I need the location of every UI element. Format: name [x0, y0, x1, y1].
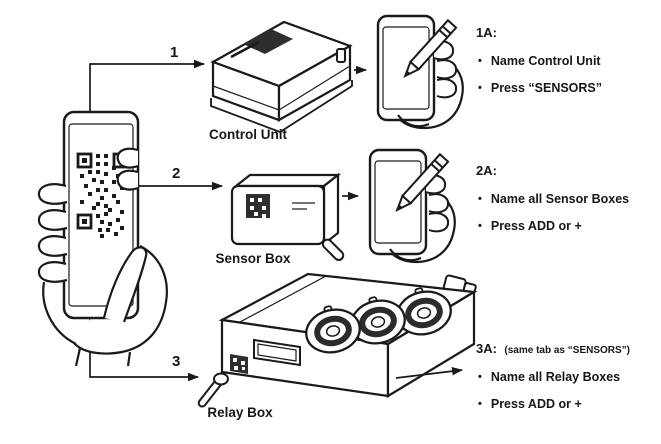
result-heading: 2A:	[476, 162, 661, 180]
result-heading: 1A:	[476, 24, 661, 42]
bullet-dot: •	[478, 219, 482, 232]
antenna-mount	[213, 372, 229, 386]
wrist-line	[74, 347, 132, 367]
bullet-text: Name all Relay Boxes	[490, 370, 621, 384]
phone-with-pencil-illustration-2	[368, 148, 456, 264]
step-result-1a: 1A: • Name Control Unit • Press “SENSORS…	[476, 24, 661, 96]
bullet-text: Press ADD or +	[490, 396, 582, 411]
bullet-dot: •	[478, 81, 482, 94]
vent-slot	[230, 40, 260, 59]
bullet-dot: •	[478, 55, 482, 67]
device-label-relay-box: Relay Box	[207, 405, 273, 420]
bullet-text: Press ADD or +	[490, 218, 582, 233]
finger	[37, 235, 68, 257]
display-panel	[253, 338, 301, 367]
result-label-2a: 2A:	[476, 163, 497, 178]
bullet-text: Name all Sensor Boxes	[490, 192, 630, 206]
socket-cover-2	[350, 296, 406, 345]
fingertip	[116, 169, 139, 191]
result-heading: 3A: (same tab as “SENSORS”)	[476, 340, 661, 358]
control-unit-illustration	[210, 20, 353, 134]
thumb	[102, 246, 148, 323]
finger	[37, 209, 68, 231]
fingertip	[116, 147, 139, 169]
bullet-dot: •	[478, 397, 482, 410]
phone-screen	[68, 123, 134, 307]
step-result-3a: 3A: (same tab as “SENSORS”) • Name all R…	[476, 340, 661, 412]
device-label-sticker	[243, 29, 293, 54]
sensor-box-illustration	[230, 172, 345, 261]
brand-mark	[292, 202, 315, 210]
hand-holding-phone-with-qr-illustration	[37, 110, 168, 367]
bullet-item: • Press “SENSORS”	[476, 81, 661, 96]
finger	[37, 183, 68, 205]
result-note-3a: (same tab as “SENSORS”)	[504, 345, 631, 356]
qr-label-icon	[230, 354, 248, 374]
step-number-3: 3	[172, 353, 181, 370]
arrow-step-3a	[395, 367, 463, 379]
device-label-sensor-box: Sensor Box	[215, 251, 291, 266]
bullet-text: Name Control Unit	[490, 54, 601, 68]
bullet-dot: •	[478, 193, 482, 205]
hand-side	[42, 281, 77, 345]
arrow-step-1	[89, 59, 205, 122]
bullet-text: Press “SENSORS”	[490, 80, 603, 95]
step-number-2: 2	[172, 165, 181, 182]
phone-with-pencil-illustration-1	[376, 14, 464, 130]
bullet-item: • Name Control Unit	[476, 54, 661, 69]
socket-cover-1	[305, 305, 361, 354]
bullet-item: • Name all Relay Boxes	[476, 370, 661, 385]
bullet-item: • Press ADD or +	[476, 397, 661, 412]
antenna-connector	[321, 238, 345, 261]
result-label-3a: 3A:	[476, 341, 497, 356]
relay-box-illustration	[197, 272, 478, 408]
finger	[37, 261, 68, 283]
bullet-item: • Press ADD or +	[476, 219, 661, 234]
device-label-control-unit: Control Unit	[209, 127, 287, 142]
antenna-stub	[336, 48, 346, 63]
bullet-item: • Name all Sensor Boxes	[476, 192, 661, 207]
step-result-2a: 2A: • Name all Sensor Boxes • Press ADD …	[476, 162, 661, 234]
step-number-1: 1	[170, 44, 179, 61]
bullet-dot: •	[478, 371, 482, 383]
result-label-1a: 1A:	[476, 25, 497, 40]
